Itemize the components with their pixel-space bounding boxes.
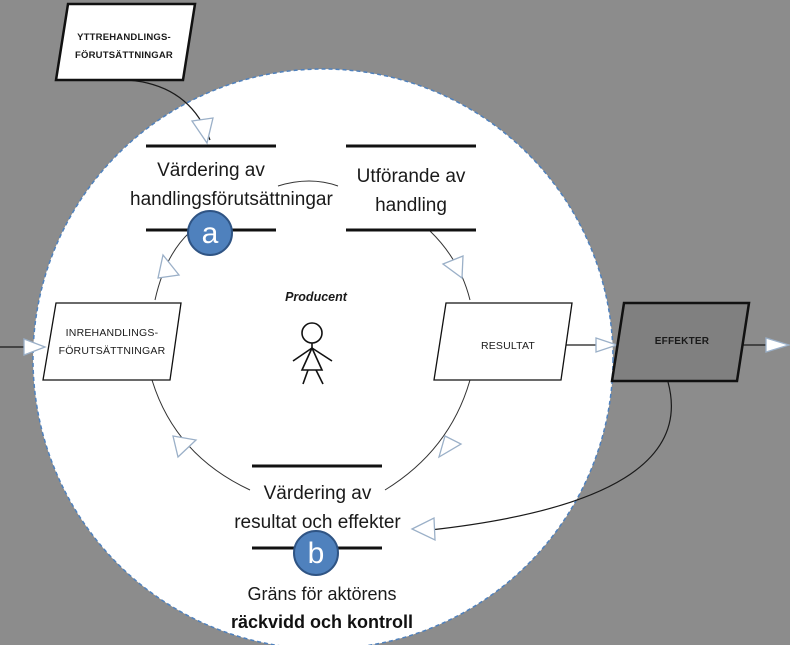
grans-line1: Gräns för aktörens xyxy=(247,584,397,604)
inre-label: INREHANDLINGS- FÖRUTSÄTTNINGAR xyxy=(48,324,176,360)
arrowhead-resultat xyxy=(437,435,463,459)
arrowhead-effekter-feedback xyxy=(410,516,436,542)
inre-label-line1: INREHANDLINGS- xyxy=(65,327,159,339)
badge-a: a xyxy=(187,210,233,256)
resultat-label: RESULTAT xyxy=(480,340,536,352)
effekter-box xyxy=(610,301,751,383)
producent-figure-icon xyxy=(292,322,333,385)
arrowhead-left-in xyxy=(23,338,47,356)
vardering-handling-line1: Värdering av xyxy=(157,160,265,181)
grans-line2: räckvidd och kontroll xyxy=(230,612,414,632)
utforande-label: Utförande av handling xyxy=(336,162,486,220)
yttre-label-line2: FÖRUTSÄTTNINGAR xyxy=(75,50,173,61)
arc-inre-to-vardering xyxy=(154,231,191,301)
inre-label-line2: FÖRUTSÄTTNINGAR xyxy=(58,345,166,357)
vardering-handling-line2: handlingsförutsättningar xyxy=(130,189,333,210)
utforande-line2: handling xyxy=(375,195,447,216)
actor-boundary-circle xyxy=(32,68,614,645)
arc-effekter-to-vardering xyxy=(429,381,672,531)
vardering-resultat-label: Värdering av resultat och effekter xyxy=(220,479,415,537)
arrowhead-effekter-out xyxy=(765,337,790,353)
arrowhead-to-effekter xyxy=(595,337,620,353)
arrowhead-utforande xyxy=(441,255,464,280)
utforande-line1: Utförande av xyxy=(356,166,466,187)
yttre-box xyxy=(54,2,197,82)
effekter-label: EFFEKTER xyxy=(654,336,710,347)
badge-b: b xyxy=(293,530,339,576)
grans-label: Gräns för aktörens räckvidd och kontroll xyxy=(212,580,432,636)
vardering-resultat-line1: Värdering av xyxy=(263,483,372,504)
arrowhead-inre xyxy=(157,253,181,279)
inre-box xyxy=(42,302,182,381)
vardering-handling-label: Värdering av handlingsförutsättningar xyxy=(130,156,333,214)
arc-vardering-to-utforande xyxy=(277,180,339,187)
arrowhead-vardering-resultat xyxy=(172,435,198,459)
arrowhead-yttre xyxy=(190,117,214,145)
yttre-label: YTTREHANDLINGS- FÖRUTSÄTTNINGAR xyxy=(60,29,188,65)
producent-label: Producent xyxy=(285,290,347,304)
vardering-resultat-line2: resultat och effekter xyxy=(234,512,401,533)
yttre-label-line1: YTTREHANDLINGS- xyxy=(77,32,171,43)
resultat-box xyxy=(433,302,573,381)
arc-resultat-to-vardering xyxy=(384,379,471,491)
